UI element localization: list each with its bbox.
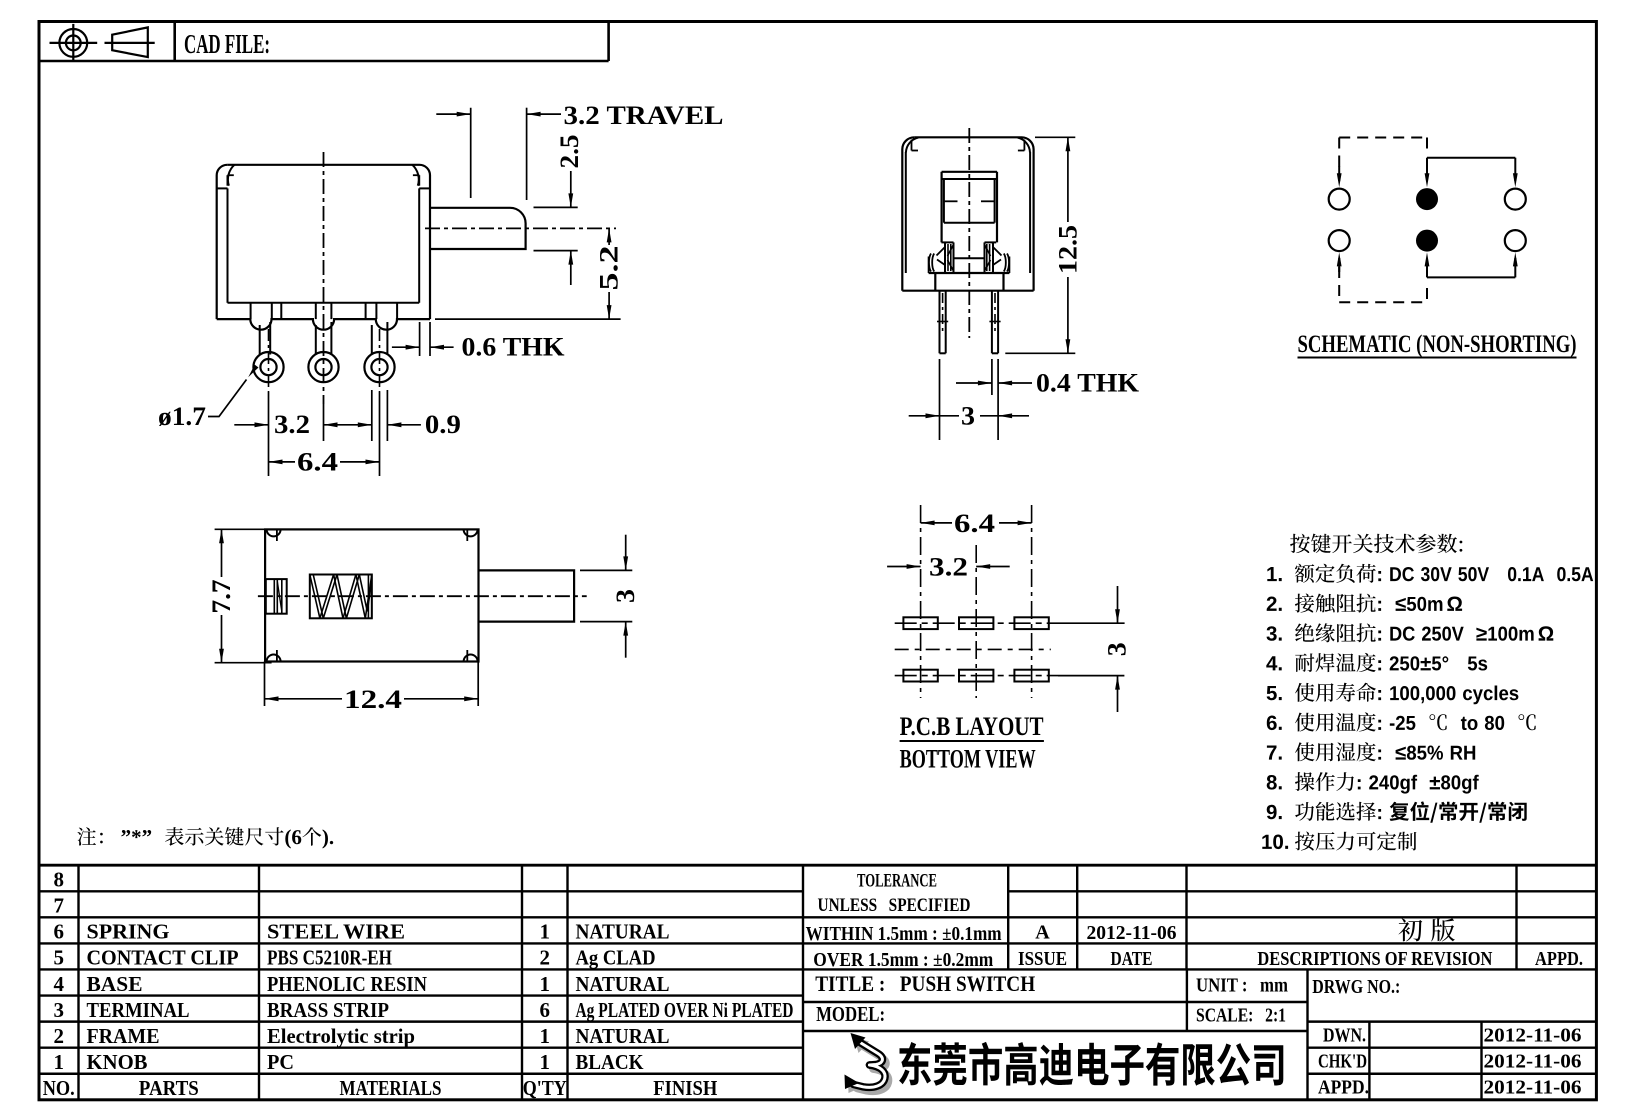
svg-text:3: 3: [961, 401, 975, 430]
svg-text:SCHEMATIC (NON-SHORTING): SCHEMATIC (NON-SHORTING): [1298, 331, 1577, 358]
svg-text:APPD.: APPD.: [1535, 948, 1583, 970]
svg-text:5: 5: [53, 946, 64, 970]
svg-text:OVER 1.5mm : ±0.2mm: OVER 1.5mm : ±0.2mm: [813, 949, 993, 971]
svg-text:ø1.7: ø1.7: [158, 402, 206, 431]
svg-text:2012-11-06: 2012-11-06: [1484, 1077, 1582, 1099]
svg-text:4: 4: [53, 972, 64, 996]
svg-text:SPRING: SPRING: [87, 920, 170, 944]
svg-text:7: 7: [53, 894, 64, 918]
svg-text:BLACK: BLACK: [576, 1050, 645, 1074]
svg-text:3.2 TRAVEL: 3.2 TRAVEL: [564, 101, 724, 130]
svg-text:5.2: 5.2: [594, 246, 623, 291]
svg-text:FRAME: FRAME: [87, 1024, 160, 1048]
svg-text:2012-11-06: 2012-11-06: [1087, 922, 1177, 944]
svg-text:UNIT : mm: UNIT : mm: [1196, 975, 1288, 997]
svg-text:BASE: BASE: [87, 972, 143, 996]
svg-text:3: 3: [611, 589, 640, 603]
svg-text:12.5: 12.5: [1054, 225, 1083, 274]
svg-text:DRWG NO.:: DRWG NO.:: [1312, 976, 1400, 998]
svg-text:6: 6: [53, 920, 64, 944]
svg-text:3: 3: [1103, 642, 1132, 656]
svg-text:8: 8: [53, 868, 64, 892]
svg-text:PHENOLIC RESIN: PHENOLIC RESIN: [267, 972, 427, 996]
svg-text:TOLERANCE: TOLERANCE: [857, 871, 937, 892]
svg-text:CONTACT CLIP: CONTACT CLIP: [87, 946, 239, 970]
svg-text:6.4: 6.4: [297, 448, 338, 477]
svg-text:2.5: 2.5: [555, 135, 584, 169]
svg-text:KNOB: KNOB: [87, 1050, 148, 1074]
svg-text:PARTS: PARTS: [139, 1076, 199, 1100]
svg-text:UNLESS SPECIFIED: UNLESS SPECIFIED: [818, 895, 971, 916]
svg-text:TERMINAL: TERMINAL: [87, 998, 190, 1022]
svg-text:6.4: 6.4: [954, 509, 995, 538]
svg-text:SCALE: 2:1: SCALE: 2:1: [1196, 1005, 1286, 1027]
svg-text:PBS C5210R-EH: PBS C5210R-EH: [267, 946, 392, 970]
svg-text:MODEL:: MODEL:: [816, 1002, 885, 1026]
svg-text:1: 1: [540, 1050, 551, 1074]
svg-text:NATURAL: NATURAL: [576, 920, 670, 944]
svg-text:CAD FILE:: CAD FILE:: [184, 29, 270, 59]
svg-text:0.9: 0.9: [425, 410, 461, 439]
svg-text:A: A: [1035, 922, 1050, 944]
svg-text:3.2: 3.2: [929, 553, 968, 582]
svg-text:1: 1: [540, 920, 551, 944]
svg-text:DWN.: DWN.: [1323, 1025, 1366, 1047]
svg-text:WITHIN 1.5mm : ±0.1mm: WITHIN 1.5mm : ±0.1mm: [806, 923, 1002, 945]
svg-text:Electrolytic strip: Electrolytic strip: [267, 1024, 415, 1048]
svg-text:DATE: DATE: [1111, 948, 1153, 970]
svg-text:2: 2: [540, 946, 551, 970]
svg-text:DESCRIPTIONS OF REVISION: DESCRIPTIONS OF REVISION: [1257, 948, 1492, 970]
svg-text:CHK'D: CHK'D: [1318, 1051, 1367, 1073]
svg-text:3: 3: [53, 998, 64, 1022]
svg-text:0.6 THK: 0.6 THK: [462, 333, 566, 362]
svg-text:1: 1: [540, 972, 551, 996]
svg-text:NATURAL: NATURAL: [576, 972, 670, 996]
svg-text:2012-11-06: 2012-11-06: [1484, 1025, 1582, 1047]
svg-text:P.C.B LAYOUT: P.C.B LAYOUT: [900, 712, 1044, 741]
svg-text:Ag CLAD: Ag CLAD: [576, 946, 656, 970]
svg-text:TITLE : PUSH SWITCH: TITLE : PUSH SWITCH: [815, 971, 1035, 996]
svg-text:0.4 THK: 0.4 THK: [1036, 369, 1140, 398]
svg-text:BOTTOM VIEW: BOTTOM VIEW: [900, 745, 1036, 774]
svg-text:PC: PC: [267, 1050, 294, 1074]
svg-text:Ag PLATED OVER Ni PLATED: Ag PLATED OVER Ni PLATED: [576, 998, 794, 1022]
svg-text:1: 1: [540, 1024, 551, 1048]
svg-text:Q'TY: Q'TY: [523, 1076, 567, 1100]
svg-text:7.7: 7.7: [207, 580, 236, 614]
svg-text:NATURAL: NATURAL: [576, 1024, 670, 1048]
svg-text:BRASS STRIP: BRASS STRIP: [267, 998, 389, 1022]
svg-text:ISSUE: ISSUE: [1018, 948, 1067, 970]
svg-text:MATERIALS: MATERIALS: [340, 1076, 442, 1100]
svg-text:3.2: 3.2: [274, 410, 310, 439]
svg-text:2: 2: [53, 1024, 64, 1048]
svg-text:FINISH: FINISH: [653, 1076, 717, 1100]
svg-text:12.4: 12.4: [344, 685, 402, 714]
svg-text:NO.: NO.: [43, 1076, 75, 1100]
svg-text:APPD.: APPD.: [1318, 1077, 1369, 1099]
svg-text:2012-11-06: 2012-11-06: [1484, 1051, 1582, 1073]
svg-text:STEEL WIRE: STEEL WIRE: [267, 920, 405, 944]
svg-text:6: 6: [540, 998, 551, 1022]
svg-text:1: 1: [53, 1050, 64, 1074]
